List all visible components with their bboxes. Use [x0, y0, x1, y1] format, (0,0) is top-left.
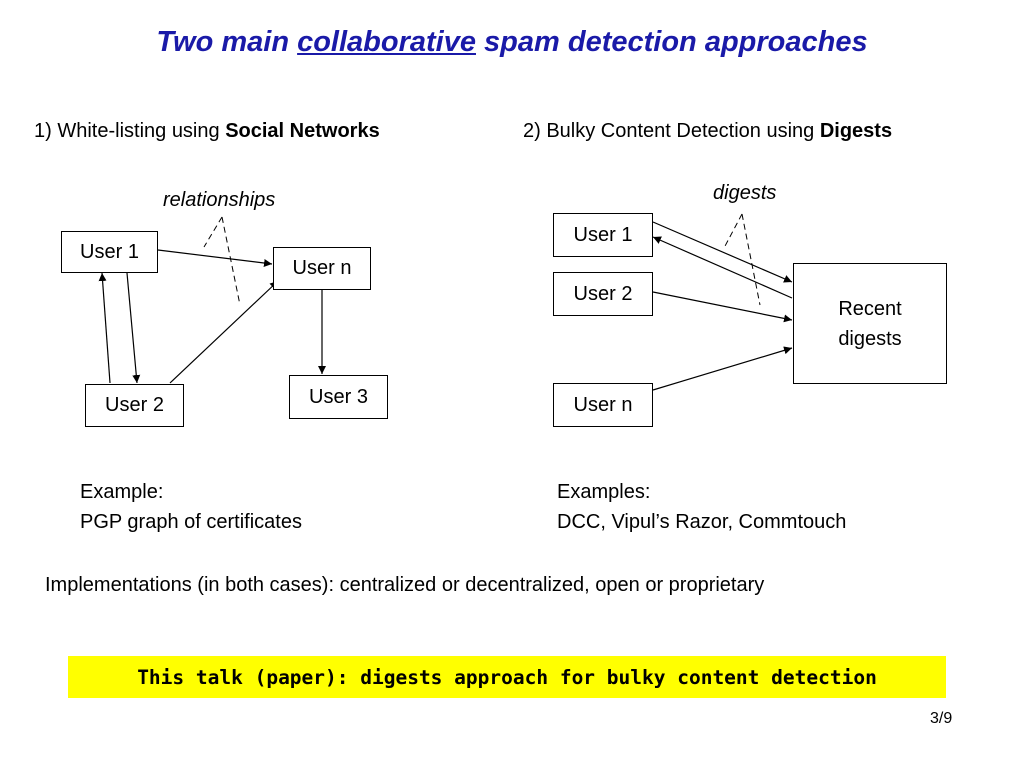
node-user-1: User 1	[553, 213, 653, 257]
relationships-pointer-b	[221, 216, 241, 306]
slide-title: Two main collaborative spam detection ap…	[0, 26, 1024, 59]
node-user-2: User 2	[553, 272, 653, 316]
left-heading-plain: 1) White-listing using	[34, 120, 226, 142]
node-user-1: User 1	[61, 231, 158, 273]
implementations-note: Implementations (in both cases): central…	[45, 574, 765, 596]
right-heading: 2) Bulky Content Detection using Digests	[523, 120, 892, 143]
recent-digests-store: Recent digests	[793, 263, 947, 384]
relationships-pointer-a	[203, 216, 223, 248]
banner-text: This talk (paper): digests approach for …	[137, 665, 877, 689]
arrow-user1-to-user2	[126, 272, 141, 384]
right-heading-plain: 2) Bulky Content Detection using	[523, 120, 820, 142]
digests-pointer-a	[723, 213, 743, 249]
arrow-user2-to-usern	[169, 280, 279, 384]
left-heading-bold: Social Networks	[225, 120, 380, 142]
node-user-n: User n	[553, 383, 653, 427]
highlight-banner: This talk (paper): digests approach for …	[68, 656, 946, 698]
relationships-label: relationships	[163, 189, 276, 211]
right-example-text: DCC, Vipul’s Razor, Commtouch	[557, 511, 847, 533]
left-example-text: PGP graph of certificates	[80, 511, 302, 533]
arrow-user2-to-user1	[98, 272, 111, 384]
node-user-n: User n	[273, 247, 371, 290]
title-part2: spam detection approaches	[476, 26, 868, 58]
arrow-user1-to-usern	[157, 249, 273, 267]
page-number: 3/9	[930, 710, 953, 727]
left-example: Example: PGP graph of certificates	[80, 477, 302, 537]
title-part1: Two main	[156, 26, 298, 58]
title-underlined: collaborative	[297, 26, 476, 58]
digests-label: digests	[713, 182, 777, 204]
left-example-label: Example:	[80, 481, 164, 503]
arrow-user2-to-digests	[652, 291, 793, 323]
left-heading: 1) White-listing using Social Networks	[34, 120, 380, 143]
arrow-user1-to-digests	[652, 221, 793, 283]
store-line-2: digests	[838, 327, 902, 350]
right-heading-bold: Digests	[819, 120, 893, 142]
right-example-label: Examples:	[557, 481, 651, 503]
node-user-3: User 3	[289, 375, 388, 419]
arrow-digests-to-user1	[652, 236, 793, 299]
right-example: Examples: DCC, Vipul’s Razor, Commtouch	[557, 477, 846, 537]
arrow-usern-to-digests	[652, 346, 793, 391]
digests-pointer-b	[741, 213, 761, 306]
store-line-1: Recent	[838, 297, 902, 320]
node-user-2: User 2	[85, 384, 184, 427]
